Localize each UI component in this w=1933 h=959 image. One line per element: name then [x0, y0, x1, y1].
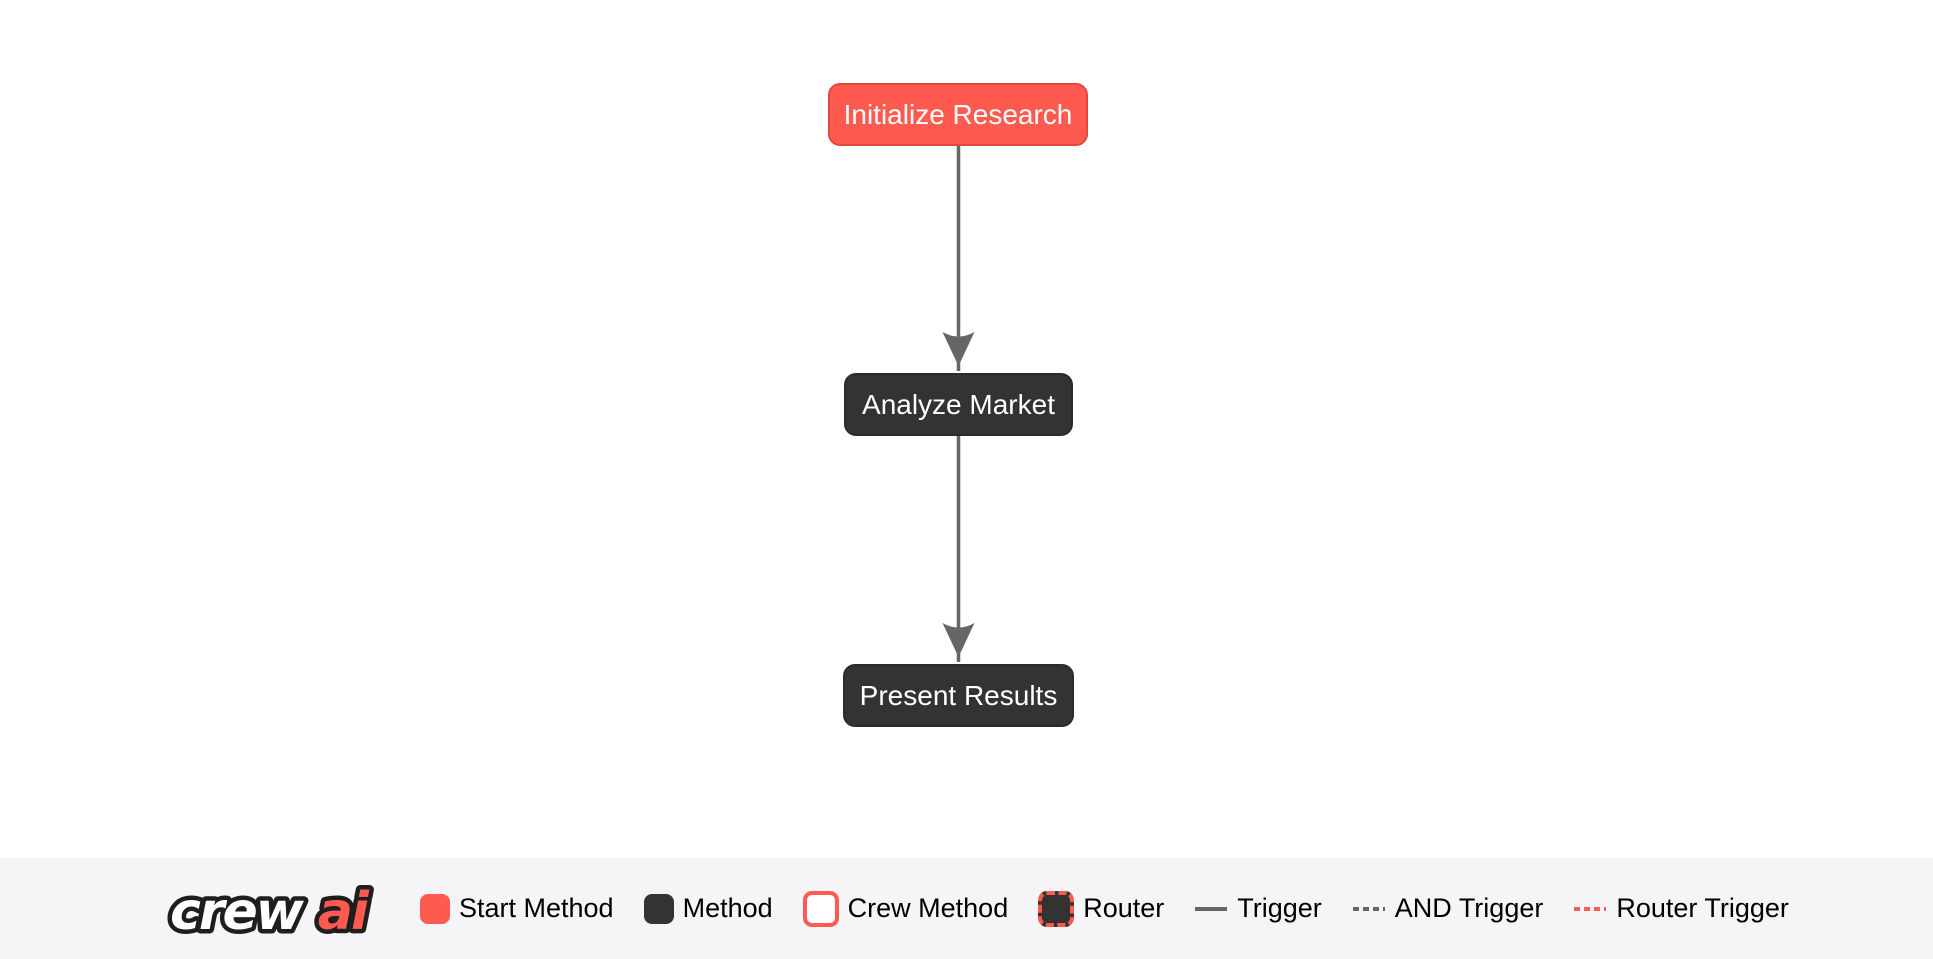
- legend-item-router-trigger: Router Trigger: [1573, 894, 1789, 924]
- legend-item-trigger: Trigger: [1194, 894, 1322, 924]
- crewai-logo: crew ai: [166, 869, 384, 949]
- legend-bar: crew ai Start Method Method Crew Method …: [0, 858, 1933, 959]
- flow-canvas[interactable]: Initialize Research Analyze Market Prese…: [0, 0, 1933, 858]
- legend-label: Crew Method: [847, 893, 1009, 923]
- trigger-line-swatch: [1195, 906, 1228, 911]
- node-label: Present Results: [859, 679, 1058, 711]
- router-swatch: [1038, 890, 1075, 927]
- start-method-swatch: [420, 893, 450, 924]
- legend-label: Trigger: [1237, 893, 1322, 923]
- and-trigger-line-swatch: [1352, 906, 1385, 911]
- node-initialize-research[interactable]: Initialize Research: [828, 83, 1088, 146]
- node-label: Analyze Market: [862, 388, 1055, 420]
- legend-item-method: Method: [643, 893, 773, 924]
- method-swatch: [643, 893, 674, 924]
- node-label: Initialize Research: [843, 98, 1073, 130]
- logo-crew-text: crew: [170, 882, 305, 942]
- crewai-logo-icon: crew ai: [166, 877, 376, 946]
- legend-label: AND Trigger: [1394, 893, 1544, 923]
- legend-item-crew-method: Crew Method: [802, 890, 1009, 927]
- legend-items: Start Method Method Crew Method Router T…: [420, 890, 1789, 927]
- edge-arrowhead-icon: [942, 332, 975, 366]
- svg-text:crew ai: crew ai: [170, 882, 370, 942]
- router-trigger-line-swatch: [1574, 906, 1607, 911]
- logo-ai-text: ai: [318, 882, 370, 942]
- crew-method-swatch: [802, 890, 839, 927]
- node-present-results[interactable]: Present Results: [843, 664, 1074, 727]
- flow-edges: [942, 146, 975, 662]
- legend-item-and-trigger: AND Trigger: [1352, 893, 1544, 924]
- legend-label: Start Method: [459, 893, 614, 923]
- edge-arrowhead-icon: [942, 623, 975, 657]
- legend-label: Router: [1083, 893, 1165, 923]
- legend-item-router: Router: [1038, 890, 1165, 927]
- legend-label: Router Trigger: [1616, 893, 1789, 923]
- legend-item-start-method: Start Method: [420, 893, 614, 924]
- legend-label: Method: [682, 893, 773, 923]
- node-analyze-market[interactable]: Analyze Market: [844, 373, 1073, 436]
